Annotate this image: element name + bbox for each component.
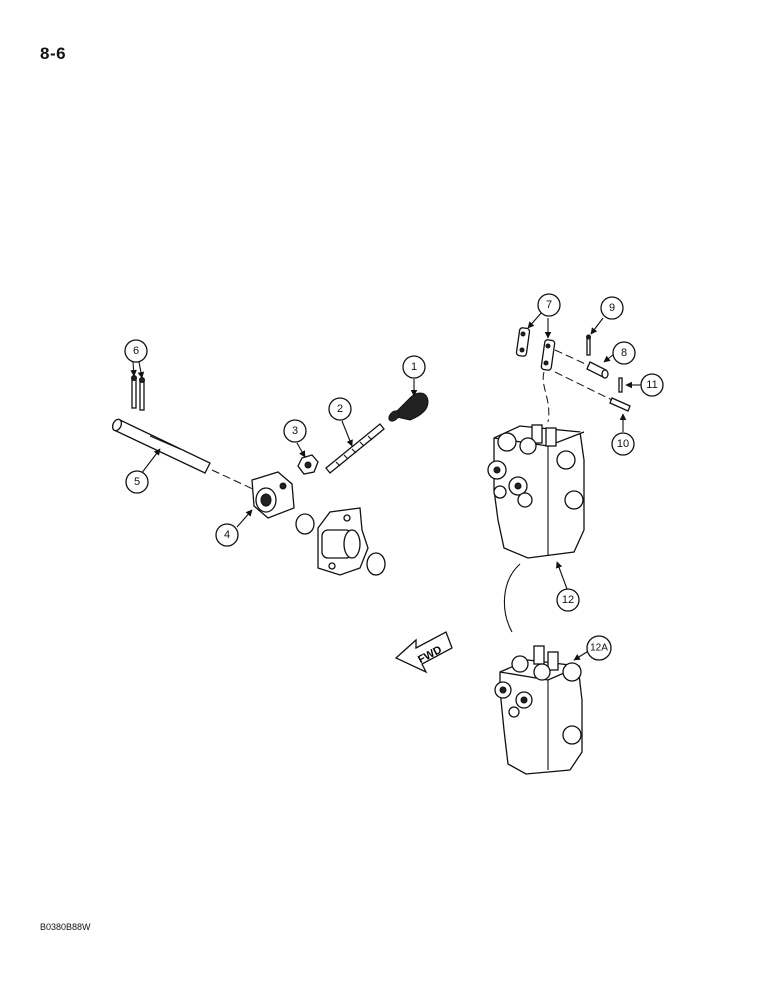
figure-code: B0380B88W — [40, 922, 91, 932]
svg-text:12: 12 — [562, 594, 574, 606]
leader-9 — [590, 317, 604, 335]
callout-12: 12 — [556, 588, 580, 612]
callout-11: 11 — [640, 373, 664, 397]
valve-part-12 — [487, 424, 585, 559]
callout-5: 5 — [125, 470, 149, 494]
callout-7: 7 — [537, 293, 561, 317]
svg-text:12A: 12A — [590, 643, 608, 654]
svg-text:1: 1 — [411, 361, 417, 373]
page-number: 8-6 — [40, 44, 67, 63]
callout-4: 4 — [215, 523, 239, 547]
callout-2: 2 — [328, 397, 352, 421]
block-part-4 — [251, 471, 295, 519]
pin-part-8 — [586, 361, 609, 379]
leader-5 — [140, 448, 161, 475]
callout-10: 10 — [611, 432, 635, 456]
svg-text:5: 5 — [134, 476, 140, 488]
callout-12a: 12A — [586, 635, 612, 661]
pins-part-6 — [131, 375, 145, 411]
svg-text:9: 9 — [609, 302, 615, 314]
svg-text:7: 7 — [546, 299, 552, 311]
valve-part-12a — [494, 645, 583, 775]
callout-1: 1 — [402, 355, 426, 379]
leader-6b — [137, 361, 145, 379]
cotter-pin-part-11 — [618, 377, 623, 393]
svg-text:8: 8 — [621, 347, 627, 359]
rod-part-5 — [111, 418, 211, 474]
callout-6: 6 — [124, 339, 148, 363]
svg-text:11: 11 — [646, 379, 657, 391]
callout-9: 9 — [600, 296, 624, 320]
cotter-pin-part-9 — [586, 334, 591, 356]
valve-leader-12-12a — [503, 563, 521, 633]
svg-text:4: 4 — [224, 529, 230, 541]
nut-part-3 — [297, 454, 319, 475]
leader-3 — [296, 442, 306, 458]
leader-4 — [236, 509, 253, 528]
callout-3: 3 — [283, 419, 307, 443]
svg-text:10: 10 — [617, 438, 629, 450]
leader-8 — [603, 353, 615, 363]
stud-part-2 — [325, 423, 385, 474]
svg-text:3: 3 — [292, 425, 298, 437]
callout-8: 8 — [612, 341, 636, 365]
svg-text:6: 6 — [133, 345, 139, 357]
forward-arrow: FWD — [394, 631, 453, 674]
leader-7a — [527, 311, 543, 329]
centerline-7-valve — [542, 371, 550, 423]
svg-text:2: 2 — [337, 403, 343, 415]
leader-12 — [555, 561, 568, 590]
leader-2 — [341, 420, 353, 447]
pin-part-10 — [609, 397, 631, 412]
centerline-10 — [554, 371, 613, 401]
links-part-7 — [515, 327, 556, 371]
bracket-assembly — [295, 507, 386, 576]
leader-6a — [130, 361, 137, 377]
centerline-5-4 — [211, 469, 256, 491]
centerline-8 — [554, 349, 593, 368]
knob-part-1 — [388, 392, 429, 422]
